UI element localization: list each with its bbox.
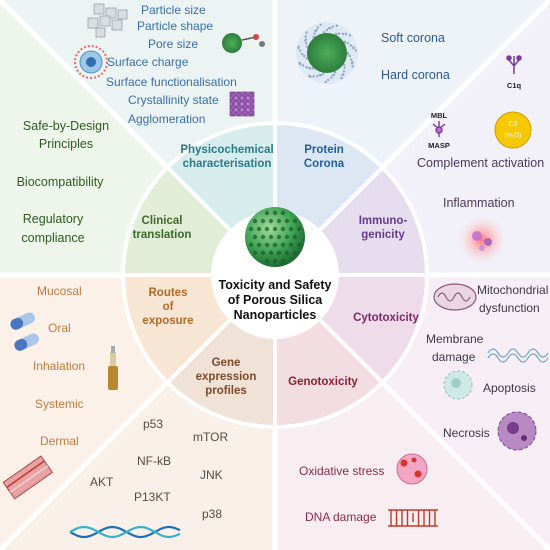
segment-label-immunogenicity: Immuno-	[359, 215, 408, 227]
principles-label: Principles	[39, 137, 93, 151]
center-title-line-3: Nanoparticles	[234, 308, 317, 322]
segment-label-routes: exposure	[142, 315, 193, 327]
segment-label-protein-corona: Corona	[304, 158, 345, 170]
masp-label: MASP	[428, 141, 450, 150]
mitochondrial-label: Mitochondrial	[477, 283, 548, 297]
segment-label-clinical: Clinical	[142, 215, 183, 227]
apoptosis-label: Apoptosis	[483, 381, 536, 395]
membrane-label: Membrane	[426, 332, 484, 346]
segment-label-cytotoxicity: Cytotoxicity	[353, 312, 419, 324]
segment-label-gene-expression: expression	[196, 371, 257, 383]
segment-label-routes: Routes	[149, 287, 188, 299]
route-inhalation: Inhalation	[33, 359, 85, 373]
route-dermal: Dermal	[40, 434, 79, 448]
membrane-damage-icon	[487, 348, 549, 363]
segment-label-gene-expression: Gene	[212, 357, 241, 369]
dysfunction-label: dysfunction	[479, 301, 540, 315]
gene-mtor: mTOR	[193, 430, 228, 444]
functionalised-particle-icon	[74, 45, 108, 79]
phys-item-surface-functionalisation: Surface functionalisation	[106, 75, 237, 89]
gene-p13kt: P13KT	[134, 490, 171, 504]
pill-capsules-icon	[10, 312, 39, 351]
soft-corona-label: Soft corona	[381, 31, 445, 45]
hard-corona-label: Hard corona	[381, 68, 450, 82]
phys-item-agglomeration: Agglomeration	[128, 112, 205, 126]
oxidative-stress-label: Oxidative stress	[299, 464, 384, 478]
center-title-line-2: of Porous Silica	[228, 293, 324, 307]
center-title-line-1: Toxicity and Safety	[219, 278, 332, 292]
segment-label-physicochemical: characterisation	[183, 158, 272, 170]
mbl-label: MBL	[431, 111, 448, 120]
necrosis-cell-icon	[497, 411, 537, 451]
porous-sphere-molecule-icon	[222, 33, 265, 53]
silica-nanoparticle-icon	[245, 207, 305, 267]
dna-damage-label: DNA damage	[305, 510, 377, 524]
route-oral: Oral	[48, 321, 71, 335]
route-mucosal: Mucosal	[37, 284, 82, 298]
dna-helix-icon	[69, 525, 181, 539]
gene-nfkb: NF-kB	[137, 454, 171, 468]
particle-shape-cubes-icon	[87, 3, 128, 38]
biocompatibility-label: Biocompatibility	[17, 175, 105, 189]
mbl-masp-icon	[432, 121, 446, 137]
safe-by-design-label: Safe-by-Design	[23, 119, 109, 133]
c3-h2o-label: (H₂O)	[505, 132, 522, 139]
inflammation-label: Inflammation	[443, 196, 515, 210]
phys-item-pore-size: Pore size	[148, 37, 198, 51]
necrosis-label: Necrosis	[443, 426, 490, 440]
dna-damage-icon	[388, 509, 438, 527]
inflammation-icon	[458, 216, 506, 264]
c3-hydrolysis-icon: C3 (H₂O)	[494, 111, 532, 149]
segment-label-clinical: translation	[133, 229, 192, 241]
phys-item-crystallinity: Crystallinity state	[128, 93, 219, 107]
segment-label-physicochemical: Physicochemical	[180, 144, 273, 156]
gene-jnk: JNK	[200, 468, 223, 482]
c3-label: C3	[509, 121, 518, 128]
route-systemic: Systemic	[35, 397, 84, 411]
segment-label-routes: of	[163, 301, 174, 313]
damage-label: damage	[432, 350, 476, 364]
oxidative-stress-icon	[396, 453, 428, 485]
nasal-spray-icon	[108, 346, 118, 390]
gene-p53: p53	[143, 417, 163, 431]
segment-label-gene-expression: profiles	[205, 385, 247, 397]
phys-item-surface-charge: Surface charge	[107, 55, 189, 69]
segment-label-genotoxicity: Genotoxicity	[288, 376, 358, 388]
protein-corona-particle-icon	[296, 22, 358, 84]
c1q-icon	[506, 55, 522, 74]
segment-label-protein-corona: Protein	[304, 144, 344, 156]
c1q-label: C1q	[507, 81, 522, 90]
segment-label-immunogenicity: genicity	[361, 229, 405, 241]
complement-activation-label: Complement activation	[417, 156, 544, 170]
gene-akt: AKT	[90, 475, 114, 489]
apoptosis-cell-icon	[443, 370, 473, 400]
crystal-lattice-icon	[229, 91, 255, 117]
phys-item-particle-size: Particle size	[141, 3, 206, 17]
mitochondria-icon	[433, 283, 477, 311]
regulatory-label: Regulatory	[23, 212, 84, 226]
compliance-label: compliance	[21, 231, 84, 245]
segment-ring: Physicochemical characterisation ProteinCo…	[120, 120, 430, 430]
skin-layer-icon	[2, 455, 54, 500]
phys-item-particle-shape: Particle shape	[137, 19, 213, 33]
gene-p38: p38	[202, 507, 222, 521]
